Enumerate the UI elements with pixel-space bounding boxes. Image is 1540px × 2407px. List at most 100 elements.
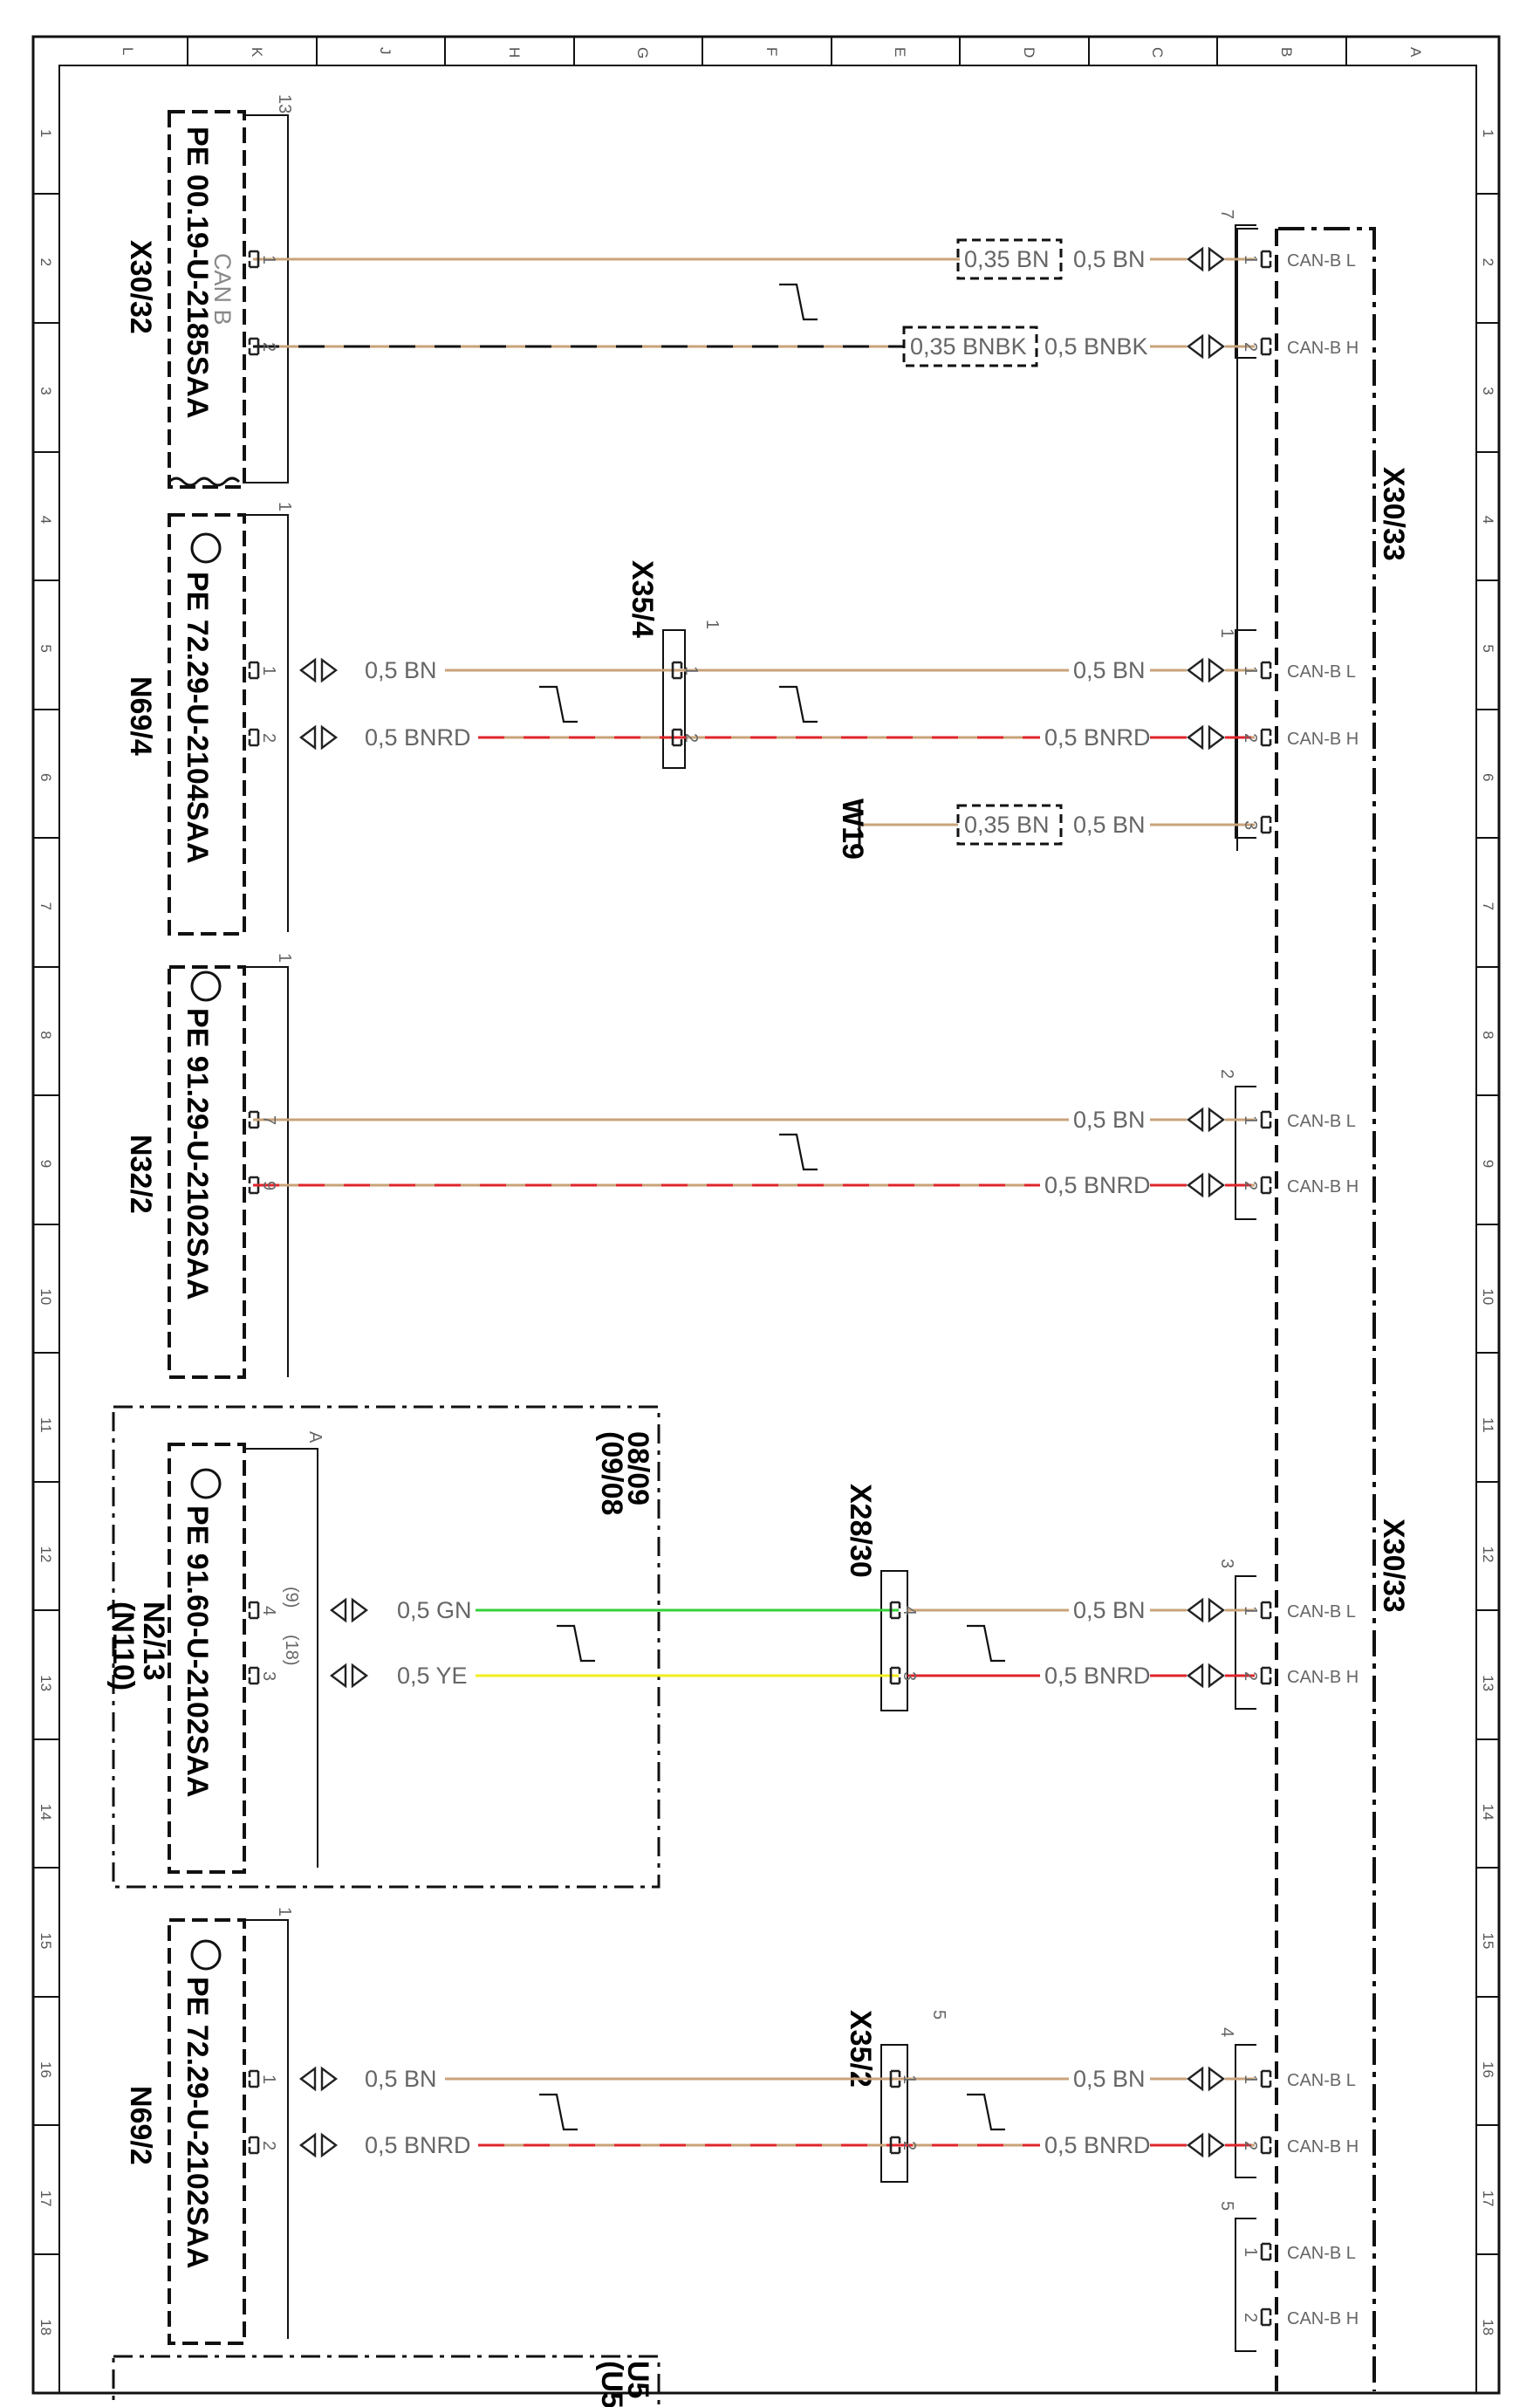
row-num-left-15: 15 — [38, 1932, 54, 1949]
row-num-left-14: 14 — [38, 1804, 54, 1821]
col-letter-C: C — [1149, 47, 1166, 58]
wire-label-05-bn: 0,5 BN — [1073, 657, 1146, 683]
splice-x35-2-id: X35/2 — [844, 2010, 877, 2088]
block3-pin1: 1 — [1241, 1606, 1260, 1615]
row-num-right-11: 11 — [1480, 1417, 1496, 1433]
pin-connector-icon — [1260, 250, 1272, 269]
col-letter-D: D — [1021, 47, 1037, 58]
module-n2-13-pe: PE 91.60-U-2102SAA — [181, 1505, 214, 1798]
pin-connector-icon — [1260, 1176, 1272, 1195]
sig-canb-l: CAN-B L — [1287, 1112, 1356, 1131]
pin-connector-icon — [248, 1601, 260, 1620]
splice-x28-30-pin4: 4 — [900, 1606, 919, 1615]
module-n2-13-altpin9: (9) — [282, 1587, 301, 1608]
block-5-num: 5 — [1217, 2201, 1236, 2211]
row-num-right-18: 18 — [1480, 2319, 1496, 2335]
double-arrow-icon — [1187, 247, 1225, 271]
col-letter-B: B — [1278, 47, 1295, 57]
pin-connector-icon — [248, 1666, 260, 1685]
double-arrow-icon — [330, 1598, 368, 1622]
col-letter-A: A — [1407, 47, 1424, 58]
sig-canb-l: CAN-B L — [1287, 251, 1356, 271]
twisted-pair-icon — [555, 1624, 597, 1663]
block-1: 1 — [1217, 628, 1256, 839]
wire-label-05-gn: 0,5 GN — [397, 1597, 472, 1623]
module-n69-4-corner: 1 — [275, 502, 294, 511]
block-3-num: 3 — [1217, 1559, 1236, 1568]
block4-pin1: 1 — [1241, 2074, 1260, 2084]
module-n32-2-corner: 1 — [275, 953, 294, 963]
wire-label-05-bnrd: 0,5 BNRD — [1044, 1172, 1151, 1198]
column-grid — [187, 37, 1347, 65]
row-num-right-17: 17 — [1480, 2191, 1496, 2207]
block-7: 7 — [1217, 209, 1256, 359]
row-num-left-7: 7 — [38, 902, 54, 910]
double-arrow-icon — [299, 658, 338, 682]
double-arrow-icon — [299, 2133, 338, 2157]
splice-x28-30: X28/30 — [844, 1484, 908, 1711]
block4-pin2: 2 — [1241, 2141, 1260, 2150]
wire-label-035-bnbk: 0,35 BNBK — [910, 333, 1027, 360]
block5-pin1: 1 — [1241, 2247, 1260, 2257]
pin-connector-icon — [1260, 2069, 1272, 2088]
splice-x35-2: X35/2 5 — [844, 2010, 948, 2183]
pin-connector-icon — [248, 728, 260, 747]
sig-canb-h: CAN-B H — [1287, 339, 1359, 358]
block7-pin1: 1 — [1241, 255, 1260, 264]
pin-connector-icon — [1260, 661, 1272, 680]
module-n69-2: 1 PE 72.29-U-2102SAA N69/2 — [124, 1907, 294, 2345]
splice-x35-4: X35/4 1 — [626, 560, 722, 769]
col-letter-G: G — [634, 47, 651, 58]
module-n32-2-pin7: 7 — [259, 1115, 278, 1125]
block2-pin1: 1 — [1241, 1115, 1260, 1125]
col-letter-E: E — [892, 47, 908, 57]
double-arrow-icon — [1187, 334, 1225, 359]
row-num-left-4: 4 — [38, 516, 54, 524]
row-num-left-10: 10 — [38, 1288, 54, 1305]
row-num-left-6: 6 — [38, 773, 54, 781]
row-num-right-10: 10 — [1480, 1288, 1496, 1305]
twisted-pair-icon — [965, 1624, 1007, 1663]
row-num-left-11: 11 — [38, 1417, 54, 1433]
module-n69-4-pe: PE 72.29-U-2104SAA — [181, 572, 214, 864]
wire-label-05-bnrd: 0,5 BNRD — [365, 2132, 471, 2158]
wire-label-05-bnrd: 0,5 BNRD — [1044, 1663, 1151, 1689]
module-x30-32: 13 PE 00.19-U-2185SAA X30/32 CAN B — [124, 94, 294, 489]
block-3: 3 — [1217, 1559, 1256, 1710]
block1-pin1: 1 — [1241, 666, 1260, 675]
row-num-right-16: 16 — [1480, 2061, 1496, 2078]
row-num-left-13: 13 — [38, 1675, 54, 1691]
row-num-left-16: 16 — [38, 2061, 54, 2078]
row-num-right-6: 6 — [1480, 773, 1496, 781]
row-num-right-7: 7 — [1480, 902, 1496, 910]
module-n2-13-altpin18: (18) — [282, 1635, 301, 1666]
wire-label-05-bn: 0,5 BN — [1073, 2066, 1146, 2092]
module-n32-2-logo-icon — [190, 970, 222, 1002]
twisted-pair-icon — [537, 685, 579, 723]
twisted-pair-icon — [777, 283, 819, 321]
double-arrow-icon — [1187, 1107, 1225, 1132]
module-n2-13-ref-mid: (09/08 — [595, 1431, 628, 1515]
pin-connector-icon — [1260, 2242, 1272, 2261]
module-n69-2-pin1: 1 — [259, 2074, 278, 2084]
module-n2-13: A PE 91.60-U-2102SAA N2/13 (N110) 08/09 … — [106, 1405, 660, 2407]
wire-layer — [248, 238, 1272, 2327]
block5-pin2: 2 — [1241, 2313, 1260, 2322]
double-arrow-icon — [299, 2067, 338, 2091]
wire-label-035-bn: 0,35 BN — [964, 246, 1050, 272]
pin-connector-icon — [1260, 1601, 1272, 1620]
row-num-left-12: 12 — [38, 1546, 54, 1563]
wire-label-05-bn: 0,5 BN — [1073, 1107, 1146, 1133]
connector-x30-33: X30/33 X30/33 — [1275, 227, 1410, 2391]
block-7-num: 7 — [1217, 209, 1236, 219]
module-n69-2-id: N69/2 — [124, 2086, 157, 2165]
row-num-left-1: 1 — [38, 129, 54, 137]
block-2-num: 2 — [1217, 1069, 1236, 1079]
block2-pin2: 2 — [1241, 1181, 1260, 1190]
twisted-pair-icon — [537, 2093, 579, 2131]
module-n32-2-pe: PE 91.29-U-2102SAA — [181, 1008, 214, 1300]
row-num-left-3: 3 — [38, 387, 54, 394]
module-n2-13-ref-bottom: U5 — [621, 2361, 654, 2398]
